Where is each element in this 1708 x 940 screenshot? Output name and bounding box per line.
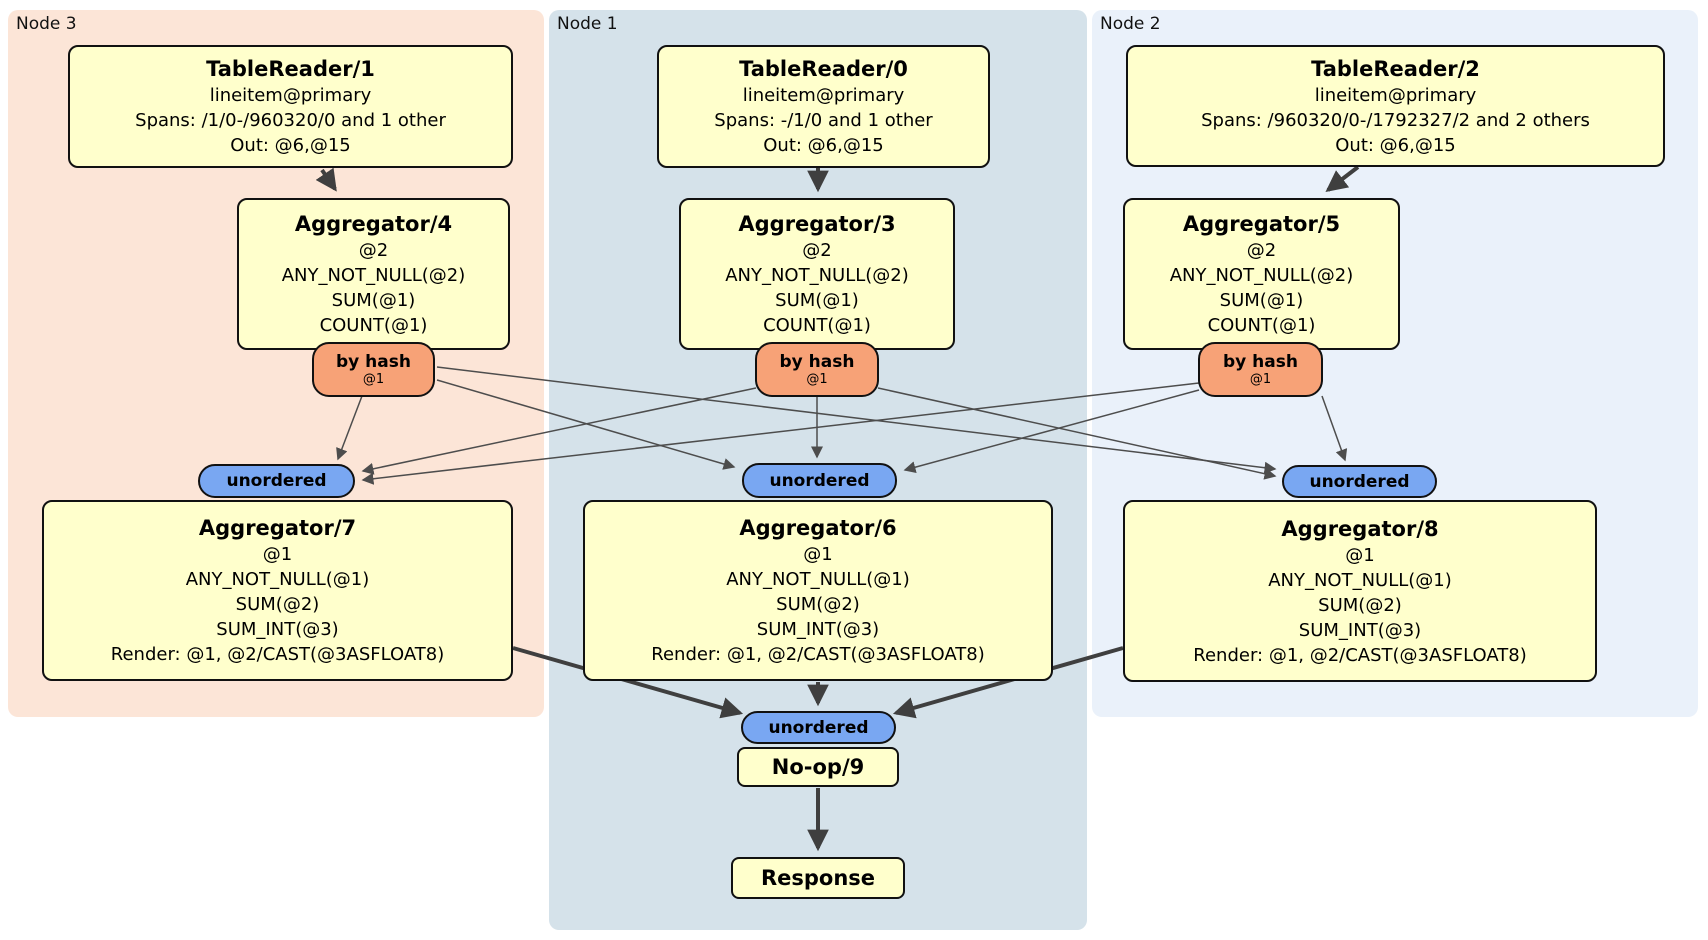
sync-label: unordered xyxy=(1309,471,1410,492)
processor-line: SUM(@1) xyxy=(1219,290,1304,311)
processor-line: ANY_NOT_NULL(@2) xyxy=(281,265,466,286)
sync-unordered-8: unordered xyxy=(1282,465,1437,498)
sync-label: unordered xyxy=(226,471,327,491)
processor-line: lineitem@primary xyxy=(1314,84,1477,106)
sync-label: unordered xyxy=(768,717,869,738)
router-label: by hash xyxy=(1223,352,1298,372)
processor-title: Aggregator/3 xyxy=(738,212,896,236)
processor-line: SUM_INT(@3) xyxy=(216,619,339,640)
processor-aggregator-3: Aggregator/3 @2 ANY_NOT_NULL(@2) SUM(@1)… xyxy=(679,198,955,350)
router-detail: @1 xyxy=(806,372,828,387)
processor-line: COUNT(@1) xyxy=(319,315,428,336)
processor-line: SUM(@2) xyxy=(1318,594,1402,616)
processor-line: Out: @6,@15 xyxy=(763,135,884,156)
processor-aggregator-8: Aggregator/8 @1 ANY_NOT_NULL(@1) SUM(@2)… xyxy=(1123,500,1597,682)
processor-line: SUM_INT(@3) xyxy=(1298,619,1422,641)
processor-line: Render: @1, @2/CAST(@3ASFLOAT8) xyxy=(1193,644,1527,666)
processor-line: SUM(@2) xyxy=(776,594,860,615)
processor-title: Response xyxy=(760,866,876,890)
router-by-hash-4: by hash @1 xyxy=(312,342,435,397)
processor-line: Render: @1, @2/CAST(@3ASFLOAT8) xyxy=(110,644,445,665)
processor-line: ANY_NOT_NULL(@2) xyxy=(1169,265,1354,286)
sync-unordered-6: unordered xyxy=(742,463,897,498)
processor-title: Aggregator/6 xyxy=(739,516,897,540)
router-label: by hash xyxy=(336,352,411,372)
sync-label: unordered xyxy=(769,470,870,491)
processor-line: @1 xyxy=(262,544,293,565)
processor-line: SUM(@1) xyxy=(331,290,416,311)
processor-title: TableReader/0 xyxy=(739,57,908,81)
processor-line: ANY_NOT_NULL(@2) xyxy=(725,265,909,286)
router-detail: @1 xyxy=(362,372,385,387)
processor-line: @1 xyxy=(803,544,833,565)
processor-aggregator-7: Aggregator/7 @1 ANY_NOT_NULL(@1) SUM(@2)… xyxy=(42,500,513,681)
processor-title: Aggregator/8 xyxy=(1281,516,1439,541)
processor-aggregator-5: Aggregator/5 @2 ANY_NOT_NULL(@2) SUM(@1)… xyxy=(1123,198,1400,350)
processor-title: Aggregator/5 xyxy=(1182,212,1341,236)
processor-line: ANY_NOT_NULL(@1) xyxy=(185,569,370,590)
processor-line: Spans: -/1/0 and 1 other xyxy=(714,110,933,131)
group-node-2-label: Node 2 xyxy=(1100,14,1161,34)
processor-response: Response xyxy=(731,857,905,899)
sync-unordered-final: unordered xyxy=(741,711,896,744)
processor-noop-9: No-op/9 xyxy=(737,747,899,787)
processor-line: ANY_NOT_NULL(@1) xyxy=(1268,569,1452,591)
group-node-3-label: Node 3 xyxy=(16,14,77,34)
processor-line: lineitem@primary xyxy=(209,85,372,106)
router-detail: @1 xyxy=(1249,372,1272,387)
processor-line: COUNT(@1) xyxy=(763,315,871,336)
processor-line: ANY_NOT_NULL(@1) xyxy=(726,569,910,590)
processor-title: TableReader/1 xyxy=(206,57,375,81)
processor-line: Render: @1, @2/CAST(@3ASFLOAT8) xyxy=(651,644,985,665)
processor-title: Aggregator/4 xyxy=(294,212,453,236)
processor-line: @1 xyxy=(1345,544,1375,566)
processor-line: @2 xyxy=(1246,240,1277,261)
processor-line: lineitem@primary xyxy=(742,85,905,106)
processor-line: COUNT(@1) xyxy=(1207,315,1316,336)
router-label: by hash xyxy=(779,352,855,372)
processor-tablereader-0: TableReader/0 lineitem@primary Spans: -/… xyxy=(657,45,990,168)
processor-title: No-op/9 xyxy=(771,755,865,779)
processor-tablereader-1: TableReader/1 lineitem@primary Spans: /1… xyxy=(68,45,513,168)
processor-tablereader-2: TableReader/2 lineitem@primary Spans: /9… xyxy=(1126,45,1665,167)
router-by-hash-3: by hash @1 xyxy=(755,342,879,397)
processor-aggregator-4: Aggregator/4 @2 ANY_NOT_NULL(@2) SUM(@1)… xyxy=(237,198,510,350)
group-node-1-label: Node 1 xyxy=(557,14,618,34)
processor-line: @2 xyxy=(358,240,389,261)
processor-line: SUM(@1) xyxy=(775,290,859,311)
sync-unordered-7: unordered xyxy=(198,464,355,498)
processor-line: Spans: /960320/0-/1792327/2 and 2 others xyxy=(1201,109,1590,131)
router-by-hash-5: by hash @1 xyxy=(1198,342,1323,397)
processor-title: TableReader/2 xyxy=(1311,56,1480,81)
processor-line: @2 xyxy=(802,240,832,261)
processor-line: SUM_INT(@3) xyxy=(756,619,880,640)
processor-title: Aggregator/7 xyxy=(198,516,357,540)
processor-line: Out: @6,@15 xyxy=(1335,134,1456,156)
processor-line: SUM(@2) xyxy=(235,594,320,615)
processor-line: Spans: /1/0-/960320/0 and 1 other xyxy=(135,110,446,131)
processor-aggregator-6: Aggregator/6 @1 ANY_NOT_NULL(@1) SUM(@2)… xyxy=(583,500,1053,681)
processor-line: Out: @6,@15 xyxy=(230,135,351,156)
